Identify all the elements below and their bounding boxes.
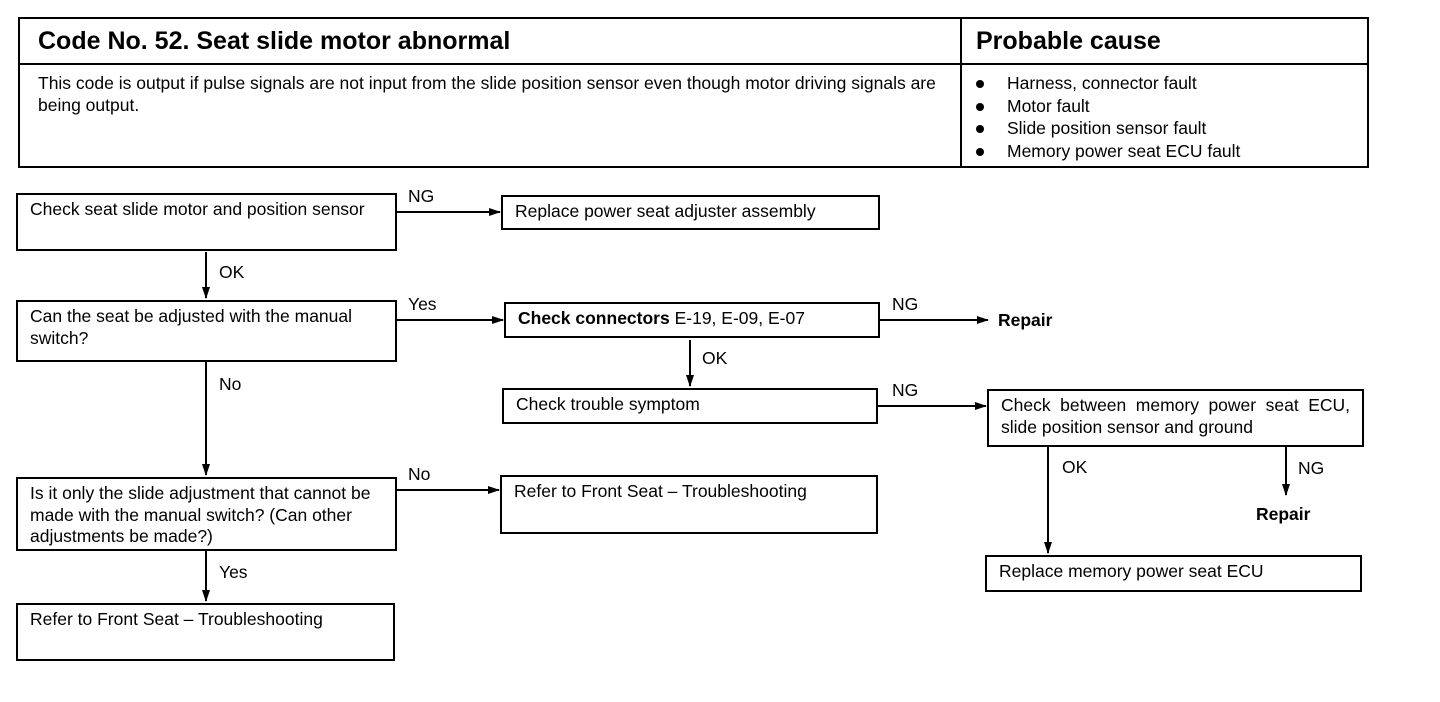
cause-text: Slide position sensor fault <box>1007 118 1207 138</box>
cause-item: Memory power seat ECU fault <box>974 140 1354 163</box>
cause-text: Motor fault <box>1007 95 1090 116</box>
probable-cause-title: Probable cause <box>976 27 1161 55</box>
replace-ecu-box: Replace memory power seat ECU <box>985 555 1362 592</box>
cause-item: Harness, connector fault <box>974 72 1354 95</box>
label-ok: OK <box>219 262 245 282</box>
bullet-icon <box>976 80 984 88</box>
check-connectors-label: Check connectors <box>518 308 670 328</box>
bullet-icon <box>976 147 984 156</box>
check-connectors-box: Check connectors E-19, E-09, E-07 <box>504 302 880 338</box>
check-trouble-symptom-box: Check trouble symptom <box>502 388 878 424</box>
refer-front-seat-text-2: Refer to Front Seat – Troubleshooting <box>30 609 323 629</box>
code-title: Code No. 52. Seat slide motor abnormal <box>38 27 511 55</box>
slide-only-question-box: Is it only the slide adjustment that can… <box>16 477 397 551</box>
cause-item: Motor fault <box>974 95 1354 118</box>
repair-terminal-1: Repair <box>998 310 1053 330</box>
label-ok: OK <box>1062 457 1088 477</box>
cause-item: Slide position sensor fault <box>974 117 1354 140</box>
probable-cause-list: Harness, connector fault Motor fault Sli… <box>974 72 1354 162</box>
label-ng: NG <box>892 294 919 314</box>
label-ng: NG <box>892 380 919 400</box>
cause-text: Memory power seat ECU fault <box>1007 140 1241 161</box>
code-header-table: Code No. 52. Seat slide motor abnormal P… <box>18 17 1369 168</box>
label-ng: NG <box>408 186 435 206</box>
bullet-icon <box>976 125 984 133</box>
label-ng: NG <box>1298 458 1325 478</box>
label-no: No <box>408 464 431 484</box>
replace-ecu-text: Replace memory power seat ECU <box>999 561 1264 581</box>
check-motor-sensor-text: Check seat slide motor and position sens… <box>30 199 365 219</box>
check-between-box: Check between memory power seat ECU, sli… <box>987 389 1364 447</box>
manual-switch-question-box: Can the seat be adjusted with the manual… <box>16 300 397 362</box>
replace-adjuster-text: Replace power seat adjuster assembly <box>515 201 816 221</box>
header-row-divider <box>20 63 1367 65</box>
cause-text: Harness, connector fault <box>1007 73 1197 93</box>
replace-adjuster-box: Replace power seat adjuster assembly <box>501 195 880 230</box>
connector-ids: E-19, E-09, E-07 <box>674 308 805 328</box>
repair-terminal-2: Repair <box>1256 504 1311 524</box>
bullet-icon <box>976 102 984 111</box>
code-description: This code is output if pulse signals are… <box>38 73 936 115</box>
refer-front-seat-text-1: Refer to Front Seat – Troubleshooting <box>514 481 807 501</box>
label-yes: Yes <box>408 294 437 314</box>
label-no: No <box>219 374 242 394</box>
label-ok: OK <box>702 348 728 368</box>
check-motor-sensor-box: Check seat slide motor and position sens… <box>16 193 397 251</box>
label-yes: Yes <box>219 562 248 582</box>
check-trouble-symptom-text: Check trouble symptom <box>516 394 700 414</box>
refer-front-seat-box-1: Refer to Front Seat – Troubleshooting <box>500 475 878 534</box>
refer-front-seat-box-2: Refer to Front Seat – Troubleshooting <box>16 603 395 661</box>
check-between-text: Check between memory power seat ECU, sli… <box>1001 395 1350 437</box>
manual-switch-question-text: Can the seat be adjusted with the manual… <box>30 306 353 348</box>
header-column-divider <box>960 19 962 166</box>
slide-only-question-text: Is it only the slide adjustment that can… <box>30 483 371 546</box>
